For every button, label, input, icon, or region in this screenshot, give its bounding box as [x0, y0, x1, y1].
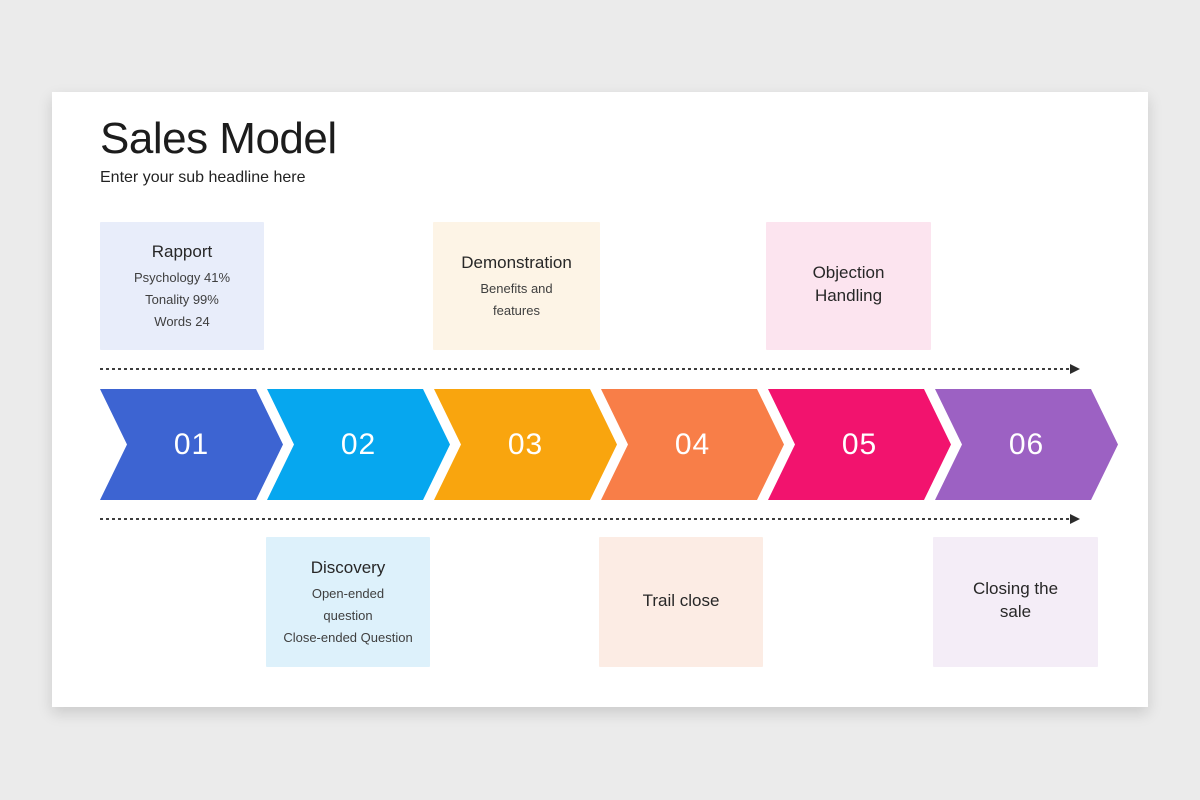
- step-chevron-2: 02: [267, 389, 450, 500]
- card-discovery: Discovery Open-ended question Close-ende…: [266, 537, 430, 667]
- dashed-line: [100, 368, 1069, 370]
- step-chevron-3: 03: [434, 389, 617, 500]
- step-number-5: 05: [841, 427, 878, 461]
- card-demonstration: Demonstration Benefits and features: [433, 222, 600, 350]
- card-rapport-title: Rapport: [151, 241, 213, 261]
- card-closing-the-sale-title: Closing the sale: [972, 579, 1059, 621]
- card-objection-handling-title: Objection Handling: [812, 263, 885, 305]
- timeline-bottom: [100, 513, 1080, 525]
- step-number-2: 02: [340, 427, 377, 461]
- step-chevron-1: 01: [100, 389, 283, 500]
- card-trail-close-title: Trail close: [642, 590, 720, 610]
- page-title: Sales Model: [100, 114, 337, 163]
- dashed-line: [100, 518, 1069, 520]
- card-rapport: Rapport Psychology 41% Tonality 99% Word…: [100, 222, 264, 350]
- slide-canvas: Sales Model Enter your sub headline here…: [52, 92, 1148, 707]
- process-steps: 01 02 03 04 05 06: [52, 389, 1148, 500]
- step-chevron-6: 06: [935, 389, 1118, 500]
- step-chevron-4: 04: [601, 389, 784, 500]
- card-objection-handling: Objection Handling: [766, 222, 931, 350]
- step-number-1: 01: [173, 427, 210, 461]
- arrowhead-icon: [1070, 364, 1080, 374]
- step-number-4: 04: [674, 427, 711, 461]
- card-demonstration-title: Demonstration: [461, 252, 572, 272]
- card-trail-close: Trail close: [599, 537, 763, 667]
- card-closing-the-sale: Closing the sale: [933, 537, 1098, 667]
- card-discovery-body: Open-ended question Close-ended Question: [283, 585, 413, 645]
- step-number-6: 06: [1008, 427, 1045, 461]
- timeline-top: [100, 363, 1080, 375]
- arrowhead-icon: [1070, 514, 1080, 524]
- card-demonstration-body: Benefits and features: [480, 280, 553, 318]
- card-rapport-body: Psychology 41% Tonality 99% Words 24: [133, 269, 231, 329]
- page-subtitle: Enter your sub headline here: [100, 169, 306, 186]
- card-discovery-title: Discovery: [310, 557, 386, 577]
- step-number-3: 03: [507, 427, 544, 461]
- step-chevron-5: 05: [768, 389, 951, 500]
